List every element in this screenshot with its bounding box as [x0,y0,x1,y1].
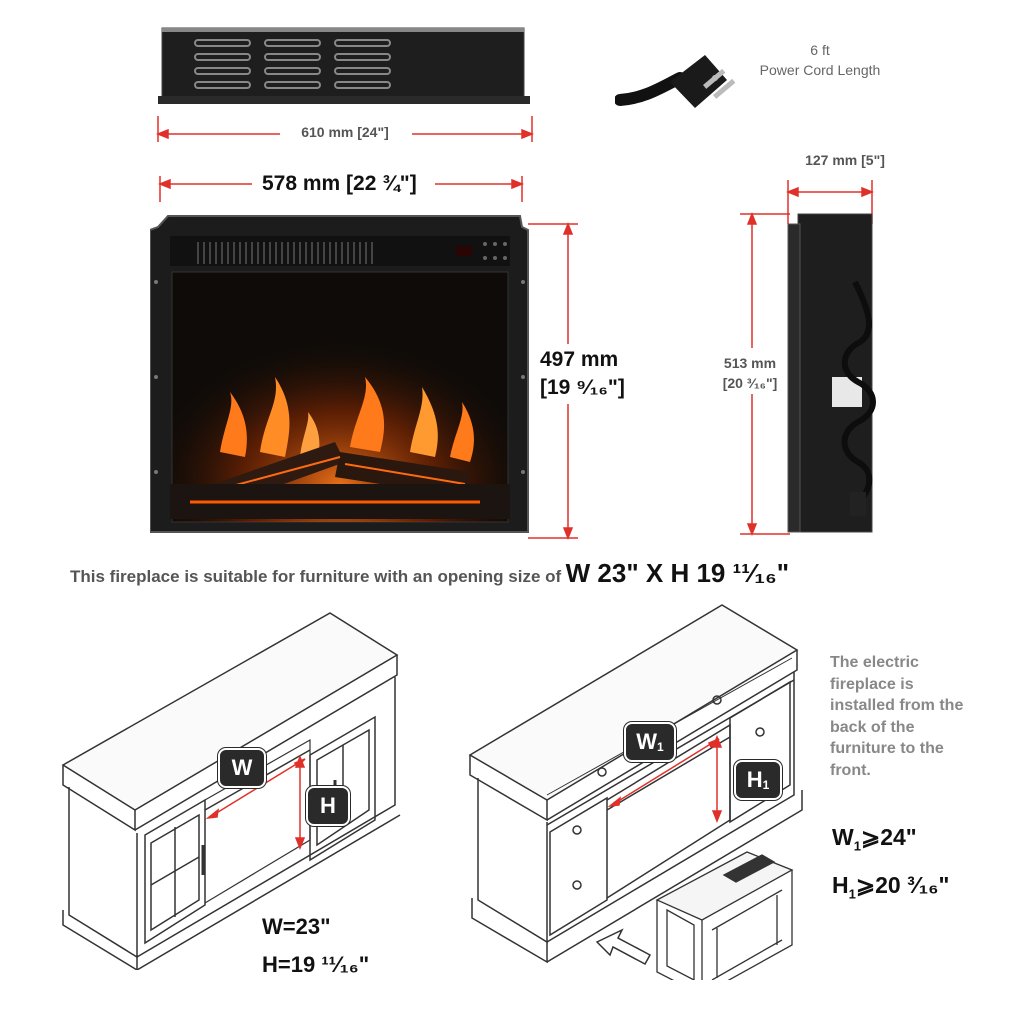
side-height-mm: 513 mm [723,355,777,371]
front-height-mm: 497 mm [540,348,619,371]
suitability-text: This fireplace is suitable for furniture… [70,567,562,586]
front-height-in: [19 ⁹⁄₁₆"] [540,376,625,399]
side-depth-dimension [785,180,875,224]
side-view-drawing [740,180,876,537]
front-height-dimension [528,221,578,541]
side-height-dimension [740,211,790,537]
top-view-drawing [155,27,535,142]
front-view-drawing [150,176,578,541]
h1-rule: H1⩾20 ³⁄₁₆" [832,871,950,902]
left-w-spec: W=23" [262,914,331,939]
cord-caption: Power Cord Length [759,62,881,78]
left-badge-w: W [218,748,266,788]
top-width-label: 610 mm [24"] [301,124,389,140]
right-opening-dimension [607,734,723,824]
coiled-cord [841,280,876,505]
left-badge-h: H [306,786,350,826]
power-plug-icon [615,55,736,108]
side-height-in: [20 ³⁄₁₆"] [722,375,778,391]
w1-rule: W1⩾24" [832,824,917,854]
left-opening-dimension [205,754,306,851]
logs [170,442,510,519]
front-width-dimension [157,176,525,202]
left-h-spec: H=19 ¹¹⁄₁₆" [262,952,370,977]
front-width-label: 578 mm [22 ¾"] [262,172,417,195]
cord-length: 6 ft [810,42,830,58]
fireplace-unit [655,851,794,980]
insert-arrow-icon [595,928,652,966]
led-display [456,246,472,256]
suitability-line: This fireplace is suitable for furniture… [70,558,970,589]
top-width-dimension [155,116,535,142]
suitability-size: W 23" X H 19 ¹¹⁄₁₆" [565,558,790,588]
vent-slots [194,39,391,89]
install-note: The electric fireplace is installed from… [830,654,964,779]
side-depth-label: 127 mm [5"] [805,152,885,168]
front-vent [197,242,373,264]
side-body [797,213,873,533]
flames [220,377,474,462]
right-cabinet-drawing [468,604,803,980]
